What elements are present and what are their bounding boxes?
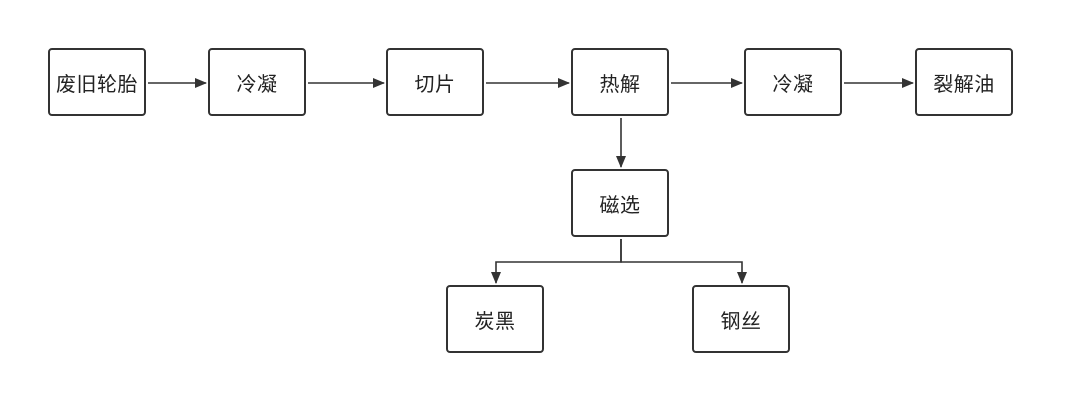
node-waste-tire: 废旧轮胎 xyxy=(48,48,146,116)
node-magnetic-separation: 磁选 xyxy=(571,169,669,237)
node-carbon-black: 炭黑 xyxy=(446,285,544,353)
node-pyrolysis: 热解 xyxy=(571,48,669,116)
node-condense-1: 冷凝 xyxy=(208,48,306,116)
node-label: 切片 xyxy=(414,71,456,96)
node-label: 冷凝 xyxy=(236,71,278,96)
node-condense-2: 冷凝 xyxy=(744,48,842,116)
arrow-magnetic-separation-to-carbon-black xyxy=(491,239,622,284)
node-pyrolysis-oil: 裂解油 xyxy=(915,48,1013,116)
node-label: 冷凝 xyxy=(772,71,814,96)
node-label: 裂解油 xyxy=(933,71,995,96)
node-label: 废旧轮胎 xyxy=(56,71,138,96)
node-steel-wire: 钢丝 xyxy=(692,285,790,353)
node-label: 磁选 xyxy=(599,192,641,217)
node-slicing: 切片 xyxy=(386,48,484,116)
node-label: 钢丝 xyxy=(720,308,762,333)
node-label: 热解 xyxy=(599,71,641,96)
arrow-magnetic-separation-to-steel-wire xyxy=(620,239,747,284)
node-label: 炭黑 xyxy=(474,308,516,333)
